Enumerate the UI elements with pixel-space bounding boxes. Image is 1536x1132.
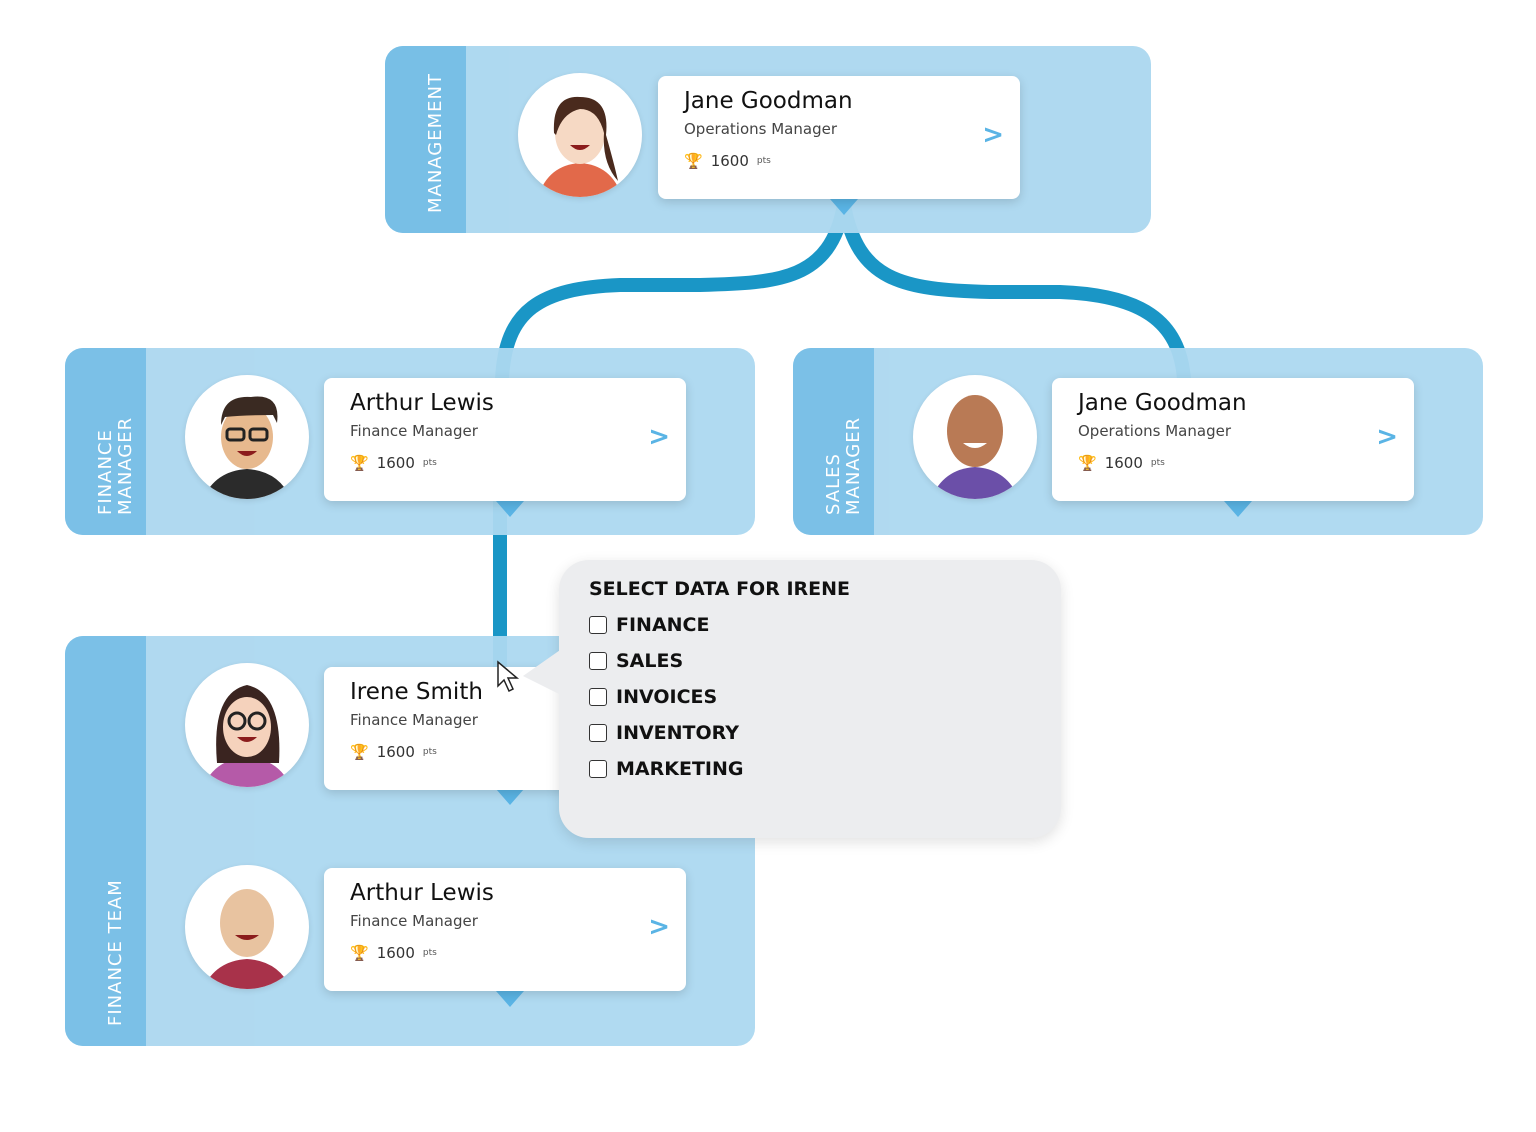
employee-name: Arthur Lewis: [350, 390, 494, 416]
trophy-icon: 🏆: [350, 944, 369, 962]
trophy-icon: 🏆: [684, 152, 703, 170]
checkbox[interactable]: [589, 724, 607, 742]
points: 1600: [710, 152, 749, 170]
mouse-cursor-icon: [497, 660, 520, 693]
chevron-right-icon[interactable]: >: [648, 912, 670, 942]
checkbox-invoices[interactable]: INVOICES: [589, 686, 717, 708]
points-unit: pts: [1150, 458, 1165, 468]
points-unit: pts: [422, 747, 437, 757]
panel-label: SALES MANAGER: [822, 416, 864, 515]
expand-indicator[interactable]: [496, 501, 524, 517]
panel-label: FINANCE MANAGER: [94, 416, 136, 515]
employee-role: Operations Manager: [684, 120, 837, 138]
avatar: [185, 865, 309, 989]
option-label: INVENTORY: [616, 722, 740, 744]
option-label: INVOICES: [616, 686, 718, 708]
points-unit: pts: [422, 948, 437, 958]
chevron-right-icon[interactable]: >: [982, 120, 1004, 150]
avatar: [913, 375, 1037, 499]
employee-name: Jane Goodman: [1078, 390, 1247, 416]
employee-name: Irene Smith: [350, 679, 483, 705]
points: 1600: [376, 454, 415, 472]
points-unit: pts: [422, 458, 437, 468]
employee-card[interactable]: Arthur Lewis Finance Manager 🏆 1600 pts >: [324, 868, 686, 991]
expand-indicator[interactable]: [1224, 501, 1252, 517]
employee-name: Arthur Lewis: [350, 880, 494, 906]
points-unit: pts: [756, 156, 771, 166]
points: 1600: [376, 743, 415, 761]
checkbox[interactable]: [589, 760, 607, 778]
employee-card[interactable]: Jane Goodman Operations Manager 🏆 1600 pts…: [658, 76, 1020, 199]
select-data-popup: SELECT DATA FOR IRENE FINANCE SALES INVO…: [523, 560, 1061, 838]
panel-label: MANAGEMENT: [424, 73, 446, 213]
option-label: MARKETING: [616, 758, 744, 780]
employee-role: Finance Manager: [350, 912, 478, 930]
checkbox[interactable]: [589, 688, 607, 706]
avatar: [185, 375, 309, 499]
checkbox-marketing[interactable]: MARKETING: [589, 758, 743, 780]
employee-card[interactable]: Jane Goodman Operations Manager 🏆 1600 pts…: [1052, 378, 1414, 501]
expand-indicator[interactable]: [496, 789, 524, 805]
expand-indicator[interactable]: [496, 991, 524, 1007]
checkbox[interactable]: [589, 652, 607, 670]
popup-pointer: [523, 648, 563, 696]
employee-role: Operations Manager: [1078, 422, 1231, 440]
trophy-icon: 🏆: [350, 743, 369, 761]
employee-name: Jane Goodman: [684, 88, 853, 114]
points: 1600: [376, 944, 415, 962]
chevron-right-icon[interactable]: >: [1376, 422, 1398, 452]
employee-role: Finance Manager: [350, 711, 478, 729]
option-label: SALES: [616, 650, 684, 672]
checkbox-finance[interactable]: FINANCE: [589, 614, 709, 636]
checkbox-inventory[interactable]: INVENTORY: [589, 722, 739, 744]
checkbox[interactable]: [589, 616, 607, 634]
avatar: [518, 73, 642, 197]
panel-label: FINANCE TEAM: [104, 879, 126, 1026]
checkbox-sales[interactable]: SALES: [589, 650, 683, 672]
option-label: FINANCE: [616, 614, 710, 636]
trophy-icon: 🏆: [1078, 454, 1097, 472]
chevron-right-icon[interactable]: >: [648, 422, 670, 452]
avatar: [185, 663, 309, 787]
employee-card[interactable]: Arthur Lewis Finance Manager 🏆 1600 pts >: [324, 378, 686, 501]
popup-title: SELECT DATA FOR IRENE: [589, 578, 851, 600]
employee-role: Finance Manager: [350, 422, 478, 440]
expand-indicator[interactable]: [830, 199, 858, 215]
trophy-icon: 🏆: [350, 454, 369, 472]
points: 1600: [1104, 454, 1143, 472]
